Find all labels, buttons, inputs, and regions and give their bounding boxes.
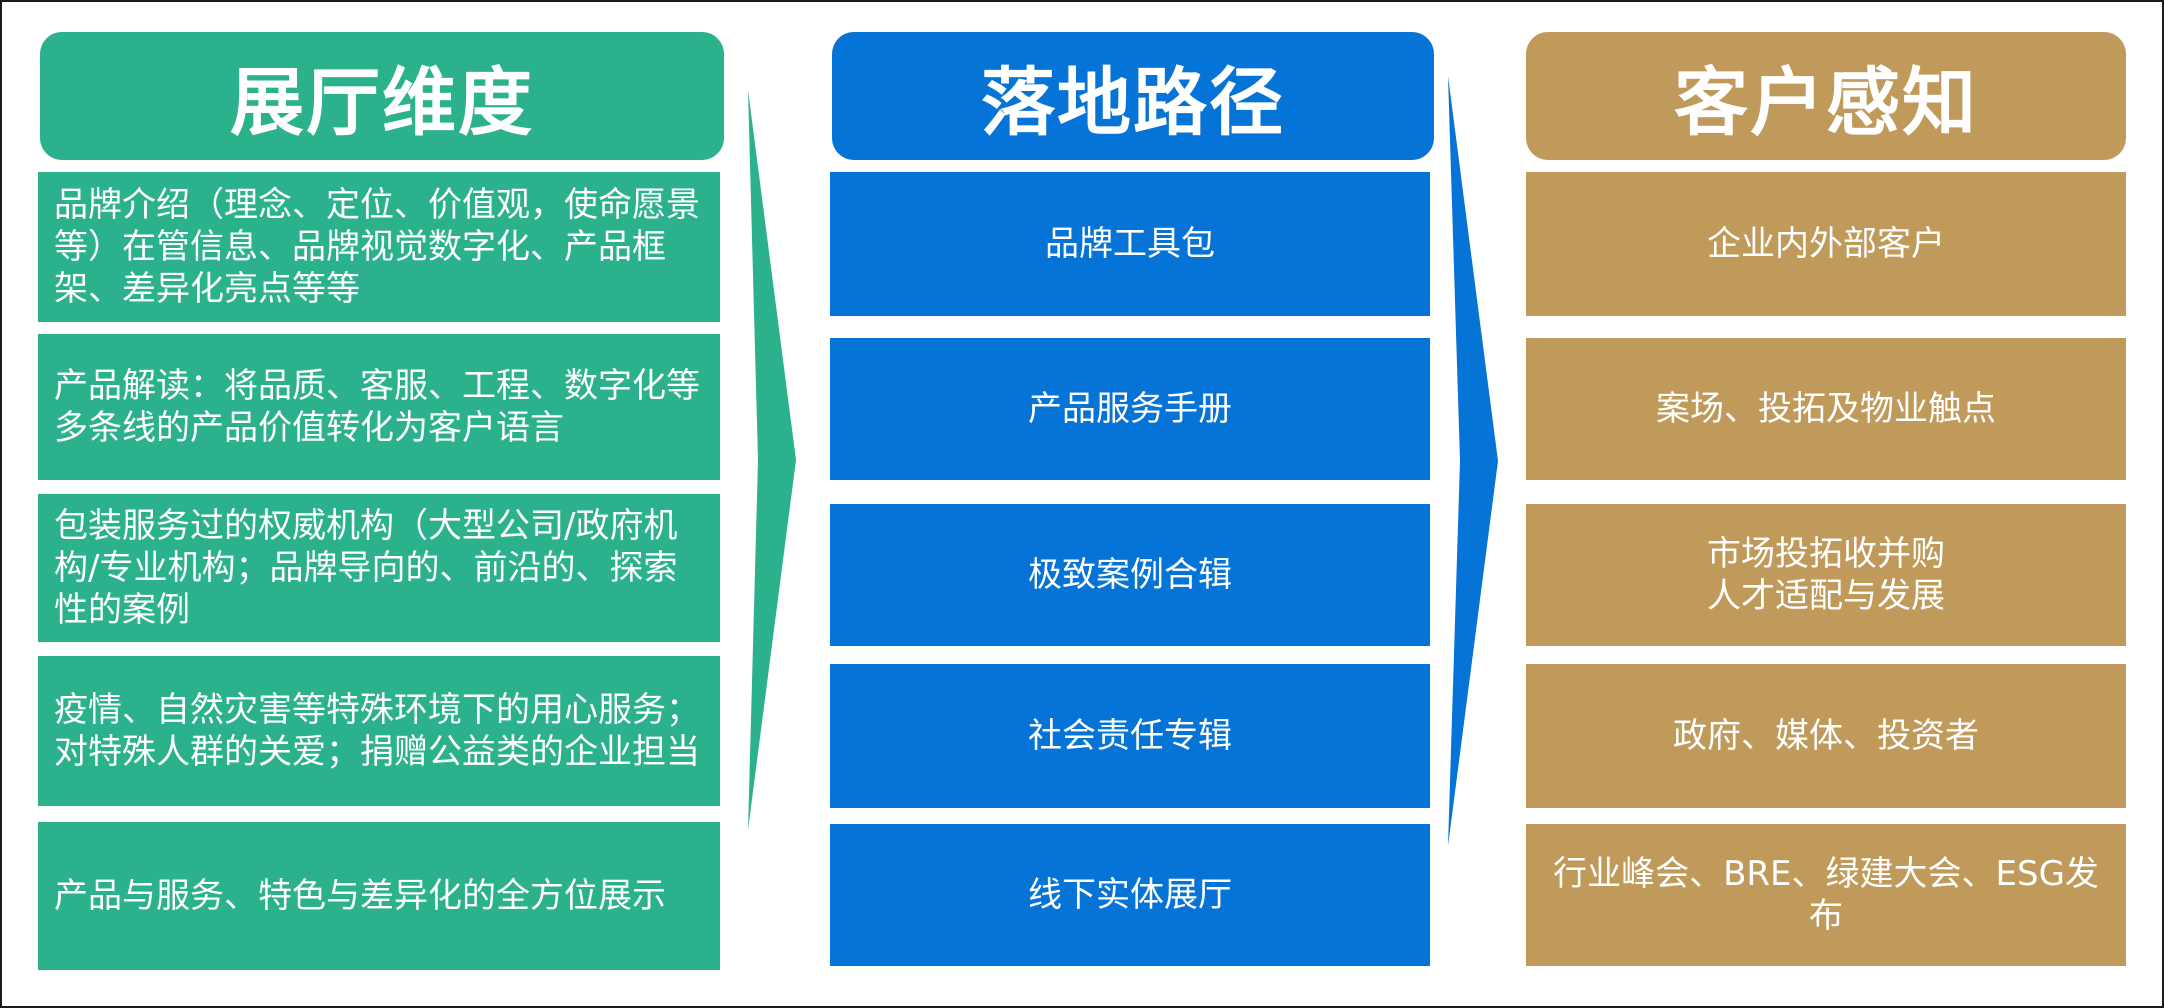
perception-item: 企业内外部客户	[1526, 172, 2126, 316]
perception-item: 政府、媒体、投资者	[1526, 664, 2126, 808]
dimension-item: 包装服务过的权威机构（大型公司/政府机构/专业机构；品牌导向的、前沿的、探索性的…	[38, 494, 720, 642]
dimension-item: 产品解读：将品质、客服、工程、数字化等多条线的产品价值转化为客户语言	[38, 334, 720, 480]
blue-arrow	[1448, 76, 1498, 846]
path-item: 品牌工具包	[830, 172, 1430, 316]
path-header: 落地路径	[832, 32, 1434, 160]
dimension-item: 品牌介绍（理念、定位、价值观，使命愿景等）在管信息、品牌视觉数字化、产品框架、差…	[38, 172, 720, 322]
perception-item: 案场、投拓及物业触点	[1526, 338, 2126, 480]
dimension-item: 疫情、自然灾害等特殊环境下的用心服务；对特殊人群的关爱；捐赠公益类的企业担当	[38, 656, 720, 806]
perception-item: 行业峰会、BRE、绿建大会、ESG发布	[1526, 824, 2126, 966]
dimension-item: 产品与服务、特色与差异化的全方位展示	[38, 822, 720, 970]
path-item: 社会责任专辑	[830, 664, 1430, 808]
path-item: 线下实体展厅	[830, 824, 1430, 966]
perception-header: 客户感知	[1526, 32, 2126, 160]
green-arrow	[748, 90, 796, 830]
path-item: 极致案例合辑	[830, 504, 1430, 646]
dimension-header: 展厅维度	[40, 32, 724, 160]
perception-item: 市场投拓收并购 人才适配与发展	[1526, 504, 2126, 646]
path-item: 产品服务手册	[830, 338, 1430, 480]
